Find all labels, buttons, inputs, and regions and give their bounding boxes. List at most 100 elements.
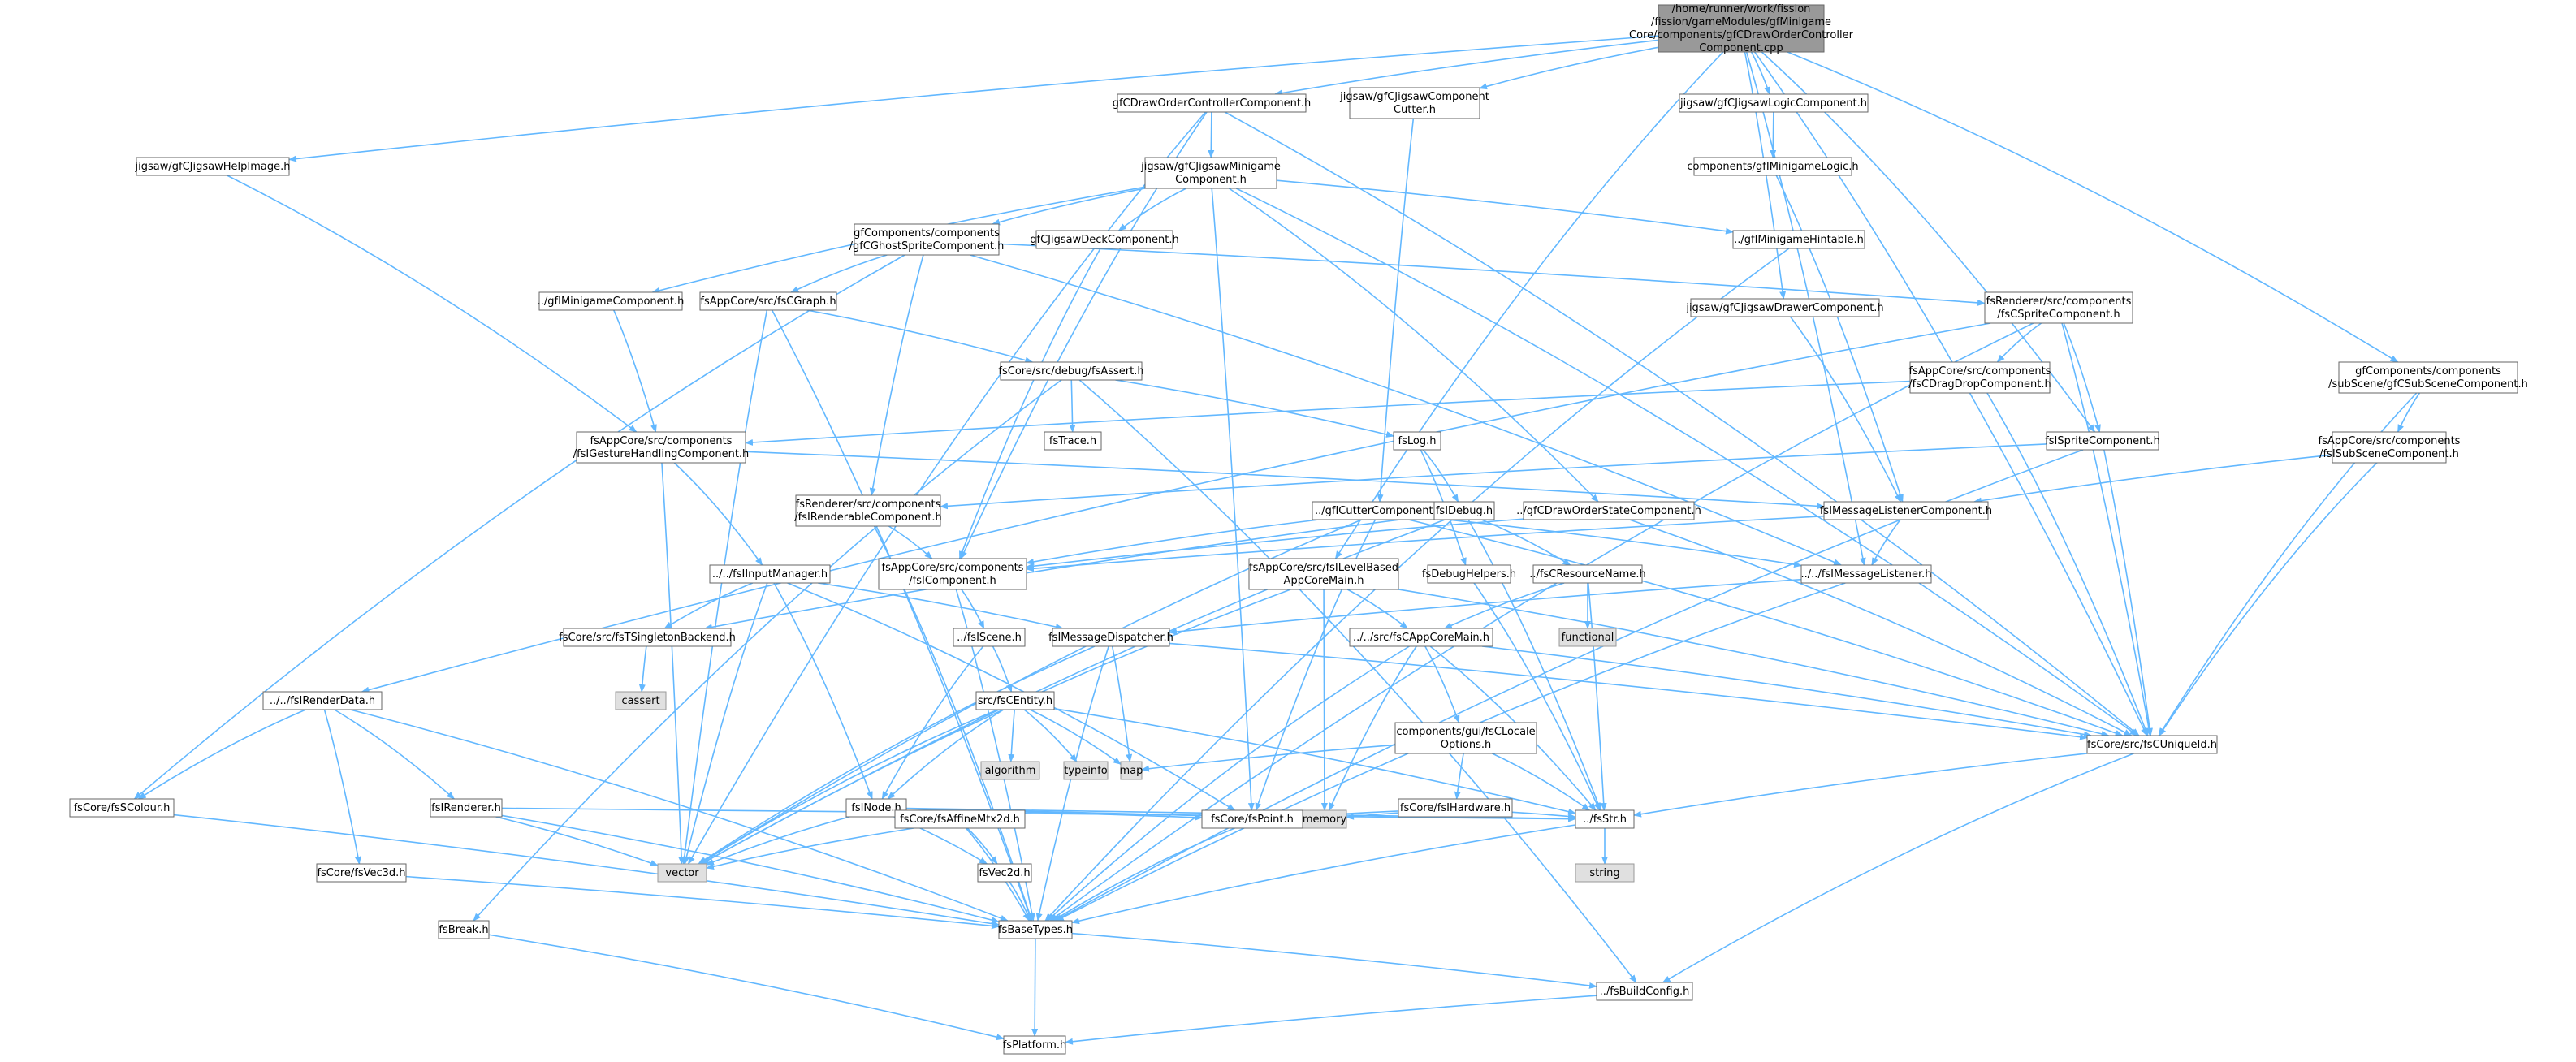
node-n48[interactable]: fsINode.h [845,798,907,818]
node-box[interactable] [1003,1035,1066,1055]
node-box[interactable] [977,863,1032,883]
node-box[interactable] [615,691,667,710]
node-n35[interactable]: ../fsIScene.h [953,628,1026,647]
node-box[interactable] [1144,157,1277,189]
node-box[interactable] [1052,628,1170,647]
node-box[interactable] [1575,809,1635,829]
node-n60[interactable]: ../fsBuildConfig.h [1596,982,1693,1001]
node-box[interactable] [998,920,1073,939]
node-box[interactable] [1658,4,1825,53]
node-box[interactable] [845,798,907,818]
node-n33[interactable]: functional [1558,628,1617,647]
node-box[interactable] [538,291,683,311]
node-n13[interactable]: fsAppCore/src/fsCGraph.h [699,291,837,311]
node-n45[interactable]: algorithm [980,761,1040,780]
node-n31[interactable]: ../fsCResourceName.h [1529,564,1646,584]
node-box[interactable] [69,798,175,818]
node-box[interactable] [1120,761,1143,780]
node-n40[interactable]: src/fsCEntity.h [975,691,1055,710]
node-n25[interactable]: ../gfCDrawOrderStateComponent.h [1516,501,1701,520]
node-n22[interactable]: fsRenderer/src/components/fsIRenderableC… [794,494,942,527]
node-n14[interactable]: jigsaw/gfCJigsawDrawerComponent.h [1685,298,1884,317]
node-n49[interactable]: fsCore/fsIHardware.h [1398,798,1513,818]
node-box[interactable] [1693,157,1852,176]
node-box[interactable] [894,809,1026,829]
node-box[interactable] [1800,564,1932,584]
node-box[interactable] [657,863,707,883]
node-box[interactable] [136,157,290,176]
node-n42[interactable]: fsCore/src/fsCUniqueId.h [2086,735,2218,754]
node-n5[interactable]: jigsaw/gfCJigsawHelpImage.h [135,157,291,176]
node-n20[interactable]: fsISpriteComponent.h [2045,431,2160,451]
node-box[interactable] [1679,93,1869,113]
node-n57[interactable]: string [1575,863,1635,883]
node-box[interactable] [1532,564,1643,584]
node-box[interactable] [1248,558,1399,590]
node-box[interactable] [878,558,1027,590]
node-box[interactable] [1427,564,1511,584]
node-box[interactable] [1558,628,1617,647]
node-n24[interactable]: fsIDebug.h [1433,501,1495,520]
node-box[interactable] [1000,361,1143,381]
node-box[interactable] [438,920,490,939]
node-n7[interactable]: gfComponents/components/gfCGhostSpriteCo… [849,223,1005,256]
node-n21[interactable]: fsAppCore/src/components/fsISubSceneComp… [2319,431,2461,464]
node-n51[interactable]: ../fsStr.h [1575,809,1635,829]
node-n52[interactable]: fsCore/fsAffineMtx2d.h [894,809,1026,829]
node-box[interactable] [2338,361,2518,394]
node-n38[interactable]: cassert [615,691,667,710]
node-n23[interactable]: ../gfICutterComponent.h [1312,501,1446,520]
node-n17[interactable]: fsAppCore/src/components/fsIGestureHandl… [573,431,750,464]
node-box[interactable] [2086,735,2218,754]
node-n56[interactable]: fsVec2d.h [977,863,1032,883]
node-n43[interactable]: fsCore/fsSColour.h [69,798,175,818]
node-box[interactable] [975,691,1055,710]
node-n55[interactable]: fsCore/fsVec3d.h [316,863,407,883]
node-box[interactable] [1690,298,1880,317]
node-box[interactable] [1523,501,1695,520]
node-box[interactable] [1398,798,1513,818]
node-n58[interactable]: fsBaseTypes.h [998,920,1073,939]
node-n10[interactable]: fsRenderer/src/components/fsCSpriteCompo… [1984,291,2133,324]
node-box[interactable] [795,494,941,527]
node-n19[interactable]: fsLog.h [1393,431,1441,451]
node-box[interactable] [1349,87,1480,119]
node-box[interactable] [1044,431,1102,451]
node-n59[interactable]: fsBreak.h [438,920,490,939]
node-n9[interactable]: ../gfIMinigameHintable.h [1732,230,1865,249]
node-box[interactable] [262,691,383,710]
node-box[interactable] [953,628,1026,647]
node-box[interactable] [1393,431,1441,451]
node-n28[interactable]: ../../fsIInputManager.h [709,564,831,584]
node-box[interactable] [1732,230,1865,249]
node-box[interactable] [316,863,407,883]
node-box[interactable] [1035,230,1173,249]
node-box[interactable] [2046,431,2159,451]
node-n32[interactable]: ../../fsIMessageListener.h [1800,564,1932,584]
node-box[interactable] [854,223,1000,256]
node-n12[interactable]: ../gfIMinigameComponent.h [538,291,685,311]
node-n8[interactable]: gfCJigsawDeckComponent.h [1030,230,1179,249]
node-n26[interactable]: fsIMessageListenerComponent.h [1820,501,1992,520]
node-n34[interactable]: fsCore/src/fsTSingletonBackend.h [559,628,736,647]
node-n61[interactable]: fsPlatform.h [1003,1035,1067,1055]
node-box[interactable] [563,628,732,647]
node-root[interactable]: /home/runner/work/fission/fission/gameMo… [1629,3,1854,54]
node-n4[interactable]: components/gfIMinigameLogic.h [1687,157,1859,176]
node-n50[interactable]: memory [1302,809,1347,829]
node-n54[interactable]: vector [657,863,707,883]
node-n1[interactable]: gfCDrawOrderControllerComponent.h [1113,93,1312,113]
node-n36[interactable]: fsIMessageDispatcher.h [1048,628,1173,647]
node-n37[interactable]: ../../src/fsCAppCoreMain.h [1349,628,1493,647]
node-n46[interactable]: typeinfo [1063,761,1109,780]
node-box[interactable] [1349,628,1493,647]
node-n3[interactable]: jigsaw/gfCJigsawLogicComponent.h [1679,93,1869,113]
node-box[interactable] [2332,431,2447,464]
node-n47[interactable]: map [1120,761,1143,780]
node-box[interactable] [1823,501,1989,520]
node-n18[interactable]: fsTrace.h [1044,431,1102,451]
